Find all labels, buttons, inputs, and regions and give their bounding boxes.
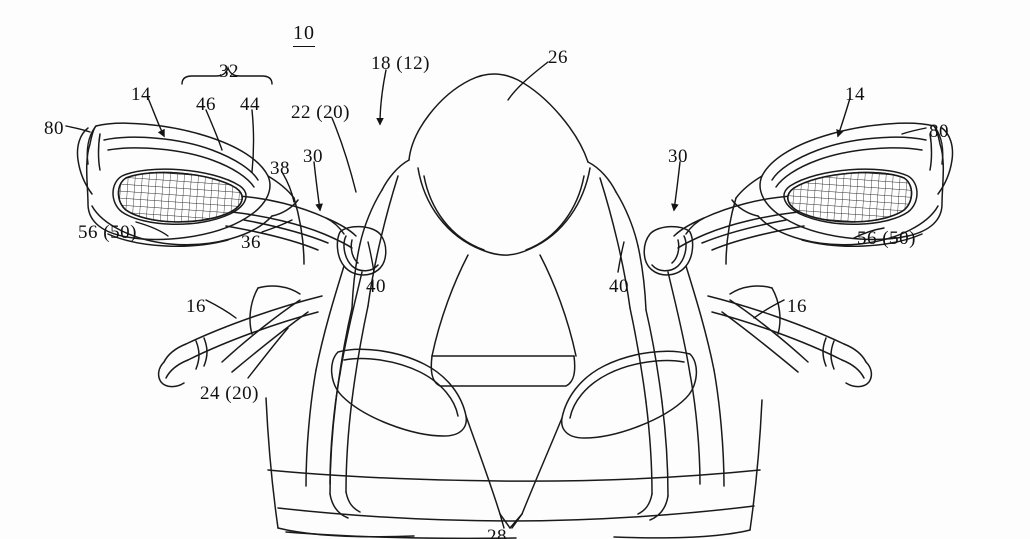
callout-ref-14-left: 14 (131, 84, 151, 105)
callout-ref-32: 32 (219, 61, 239, 82)
left-handlebar-16 (157, 295, 323, 388)
windscreen-26 (381, 73, 617, 193)
callout-ref-30-right: 30 (668, 146, 688, 167)
inner-bracket-arms (305, 265, 725, 487)
right-mirror-stalk (673, 195, 805, 251)
callout-ref-56-left: 56 (50) (78, 222, 137, 243)
callout-ref-28: 28 (487, 526, 507, 539)
upper-cowl-18 (351, 167, 647, 387)
callout-ref-80-left: 80 (44, 118, 64, 139)
callout-ref-56-right: 56 (50) (857, 228, 916, 249)
callout-ref-30-left: 30 (303, 146, 323, 167)
callout-figure-number: 10 (293, 22, 315, 47)
callout-ref-26: 26 (548, 47, 568, 68)
right-handlebar-mount-40 (643, 217, 705, 276)
callout-ref-40-right: 40 (609, 276, 629, 297)
callout-ref-40-left: 40 (366, 276, 386, 297)
callout-ref-44: 44 (240, 94, 260, 115)
callout-ref-16-left: 16 (186, 296, 206, 317)
callout-ref-16-right: 16 (787, 296, 807, 317)
right-mirror-housing-14 (731, 122, 954, 247)
callout-ref-36: 36 (241, 232, 261, 253)
right-cowl-wing (629, 307, 669, 521)
lower-body-28 (265, 348, 763, 539)
side-wing-details (249, 197, 781, 335)
left-handlebar-mount-40 (325, 217, 387, 276)
callout-ref-18: 18 (12) (371, 53, 430, 74)
leader-lines (65, 61, 927, 529)
callout-ref-14-right: 14 (845, 84, 865, 105)
right-handlebar-16 (707, 295, 873, 388)
callout-ref-22: 22 (20) (291, 102, 350, 123)
callout-ref-38: 38 (270, 158, 290, 179)
callout-ref-46: 46 (196, 94, 216, 115)
callout-ref-80-right: 80 (929, 121, 949, 142)
callout-ref-24: 24 (20) (200, 383, 259, 404)
